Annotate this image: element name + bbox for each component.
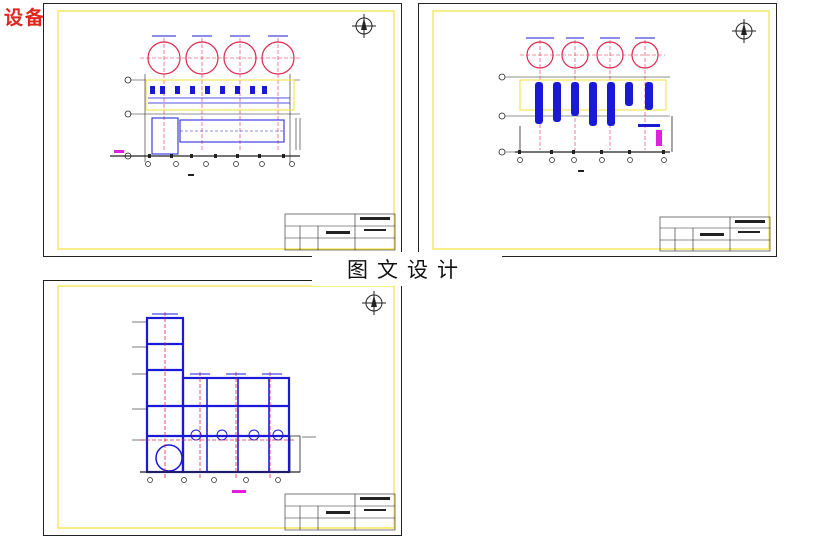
sheet-top-right-drawing [432, 10, 771, 252]
sheet-bottom-left-drawing [57, 285, 396, 531]
north-arrow-icon [362, 291, 386, 315]
watermark-text: 图文设计 [312, 252, 502, 286]
sheet-top-left-drawing [57, 10, 396, 251]
north-arrow-icon [732, 19, 756, 43]
drawing-sheet-bottom-left [43, 280, 402, 536]
drawing-sheet-top-left [43, 3, 402, 257]
north-arrow-icon [352, 14, 376, 38]
drawing-sheet-top-right [418, 3, 777, 257]
